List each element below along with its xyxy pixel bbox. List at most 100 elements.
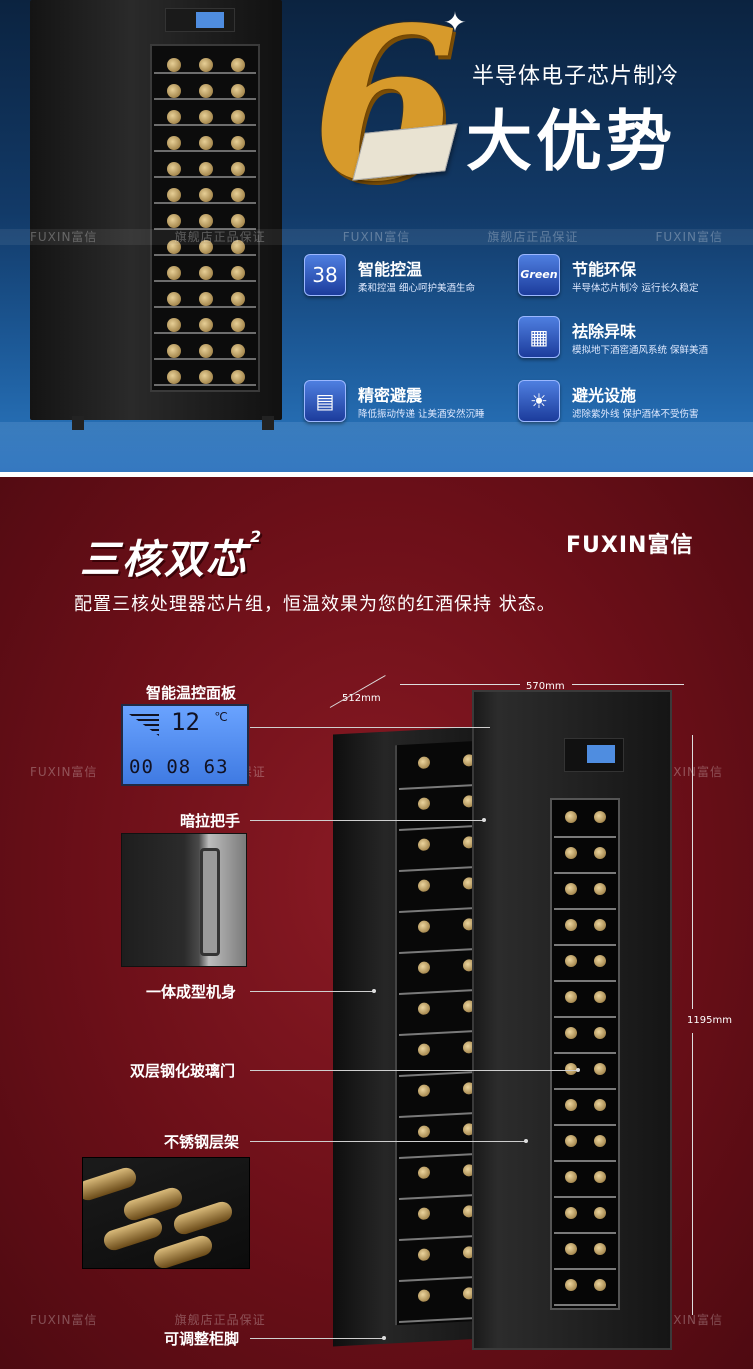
dimension-line [572,684,684,685]
dimension-line [692,1033,693,1315]
bottle-cap [199,266,213,280]
bottle-cap [199,84,213,98]
bottle-cap [167,84,181,98]
bottle-cap [231,344,245,358]
bottle-cap [231,318,245,332]
watermark-brand: FUXIN富信 [30,1313,98,1327]
bottle-cap [199,318,213,332]
bottle-row [158,366,254,388]
bottle-row [556,1132,614,1150]
bottle-cap [417,1002,430,1016]
bottle-cap [417,1125,430,1139]
bottle-row [556,844,614,862]
feature-desc: 半导体芯片制冷 运行长久稳定 [572,283,699,294]
feature-desc: 滤除紫外线 保护酒体不受伤害 [572,409,699,420]
bottle-cap [593,1171,606,1183]
bottle-shape [171,1199,235,1237]
lcd-display [196,12,224,28]
feature-title: 避光设施 [572,386,637,405]
bottle-cap [593,1027,606,1039]
handle-closeup-image [121,833,247,967]
bottle-cap [593,1279,606,1291]
handle-shape [200,848,220,956]
bottle-cap [199,240,213,254]
title-superscript: 2 [250,527,264,546]
bottle-cap [167,136,181,150]
bottle-cap [417,1166,430,1180]
watermark-brand: FUXIN富信 [30,230,98,244]
section-divider [0,472,753,477]
callout-line [250,727,490,728]
shelf-rack [154,254,256,256]
bottle-cap [417,756,430,770]
bottle-cap [167,188,181,202]
bottle-row [158,184,254,206]
signal-bars-icon [129,714,159,736]
bottle-cap [593,1099,606,1111]
banner-subtitle: 半导体电子芯片制冷 [472,64,680,89]
bottle-cap [593,955,606,967]
dimension-line [400,684,520,685]
watermark-brand: FUXIN富信 [655,765,723,779]
bottle-cap [167,58,181,72]
feature-title: 祛除异味 [572,322,637,341]
sparkle-icon: ✦ [443,6,467,39]
shock-absorb-icon: ▤ [304,380,346,422]
bottle-cap [199,344,213,358]
label-feet: 可调整柜脚 [164,1330,240,1348]
bottle-cap [167,266,181,280]
wine-cabinet-image [30,0,282,420]
bottle-cap [593,1063,606,1075]
dimension-line [692,735,693,1009]
bottle-cap [564,1135,577,1147]
feature-title: 智能控温 [358,260,423,279]
shelf-rack [154,332,256,334]
bottle-cap [417,1207,430,1221]
lcd-display [587,745,615,763]
bottle-cap [167,318,181,332]
top-banner: 6 ✦ 半导体电子芯片制冷 大优势 FUXIN富信 旗舰店正品保证 FUXIN富… [0,0,753,472]
dimension-depth: 512mm [342,693,381,704]
thermometer-icon: 38 [304,254,346,296]
label-glass-door: 双层钢化玻璃门 [130,1062,236,1080]
feature-title: 节能环保 [572,260,637,279]
bottle-cap [231,162,245,176]
callout-dot [524,1139,528,1143]
label-control-panel: 智能温控面板 [146,684,237,702]
bottle-cap [564,1099,577,1111]
bottle-cap [417,838,430,852]
watermark-guarantee: 旗舰店正品保证 [487,230,579,244]
bottle-row [556,1060,614,1078]
bottle-cap [564,1171,577,1183]
feature-desc: 模拟地下酒窖通风系统 保鲜美酒 [572,345,709,356]
light-shield-icon: ☀ [518,380,560,422]
bottle-cap [564,919,577,931]
feature-light-shield: ☀ 避光设施 滤除紫外线 保护酒体不受伤害 [518,378,738,426]
bottle-row [158,262,254,284]
watermark-guarantee: 旗舰店正品保证 [174,230,266,244]
shelf-rack [154,306,256,308]
bottle-cap [231,110,245,124]
dimension-width: 570mm [526,681,565,692]
cabinet-glass-door [150,44,260,392]
shelf-rack [554,1052,616,1054]
label-shelf: 不锈钢层架 [164,1133,240,1151]
bottle-shape [83,1165,139,1203]
callout-dot [382,1336,386,1340]
shelf-rack [554,1304,616,1306]
bottle-row [158,106,254,128]
bottle-cap [417,1084,430,1098]
bottle-row [556,880,614,898]
dimension-height: 1195mm [687,1015,732,1026]
bottle-cap [231,58,245,72]
bottle-row [556,1240,614,1258]
shelf-rack [554,1160,616,1162]
section-title: 三核双芯2 [80,527,263,585]
shelf-rack [154,124,256,126]
bottle-cap [593,1207,606,1219]
banner-title: 大优势 [466,103,676,180]
watermark-brand: FUXIN富信 [655,1313,723,1327]
bottle-cap [199,188,213,202]
shelf-rack [154,202,256,204]
callout-dot [372,989,376,993]
